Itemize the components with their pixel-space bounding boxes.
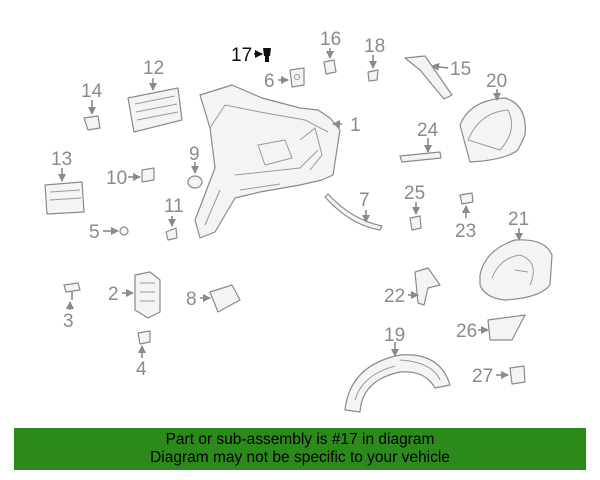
banner-line-2: Diagram may not be specific to your vehi… bbox=[150, 449, 450, 466]
callout-16: 16 bbox=[320, 29, 341, 50]
callout-13: 13 bbox=[51, 149, 72, 170]
part-1-quarter-panel bbox=[194, 84, 341, 239]
callout-23: 23 bbox=[455, 221, 476, 242]
callout-2: 2 bbox=[108, 284, 119, 305]
callout-8: 8 bbox=[186, 289, 197, 310]
callout-9: 9 bbox=[189, 144, 200, 165]
part-17-fastener bbox=[263, 48, 271, 62]
part-6-bracket bbox=[289, 67, 305, 88]
callout-5: 5 bbox=[89, 222, 100, 243]
callout-12: 12 bbox=[143, 58, 164, 79]
callout-10: 10 bbox=[106, 168, 127, 189]
callout-14: 14 bbox=[81, 81, 103, 102]
part-14-clip bbox=[83, 115, 101, 131]
part-16-clip bbox=[323, 59, 337, 75]
part-10-plug bbox=[141, 167, 155, 183]
callout-15: 15 bbox=[450, 59, 471, 80]
part-27-clip bbox=[509, 365, 526, 385]
part-13-vent bbox=[44, 181, 85, 215]
callout-11: 11 bbox=[164, 196, 184, 217]
part-23-clip bbox=[459, 192, 474, 205]
part-24-bracket bbox=[399, 151, 442, 163]
part-12-vent bbox=[127, 87, 183, 133]
part-4-clip bbox=[137, 330, 151, 345]
part-5-screw bbox=[119, 226, 129, 236]
part-8-cover bbox=[209, 284, 241, 313]
callout-7: 7 bbox=[359, 190, 370, 211]
part-11-clip bbox=[165, 227, 178, 241]
callout-18: 18 bbox=[364, 36, 385, 57]
callout-21: 21 bbox=[508, 209, 529, 230]
callout-1: 1 bbox=[350, 115, 361, 136]
part-2-bracket bbox=[134, 271, 161, 319]
part-22-bracket bbox=[414, 267, 441, 306]
part-26-bracket bbox=[487, 314, 526, 341]
callout-26: 26 bbox=[456, 321, 477, 342]
callout-6: 6 bbox=[264, 71, 275, 92]
callout-24: 24 bbox=[417, 120, 439, 141]
part-3-bolt bbox=[63, 282, 81, 300]
part-20-tire-cover bbox=[459, 97, 526, 163]
callout-25: 25 bbox=[404, 183, 425, 204]
part-15-trim bbox=[404, 55, 453, 100]
part-7-molding bbox=[324, 193, 383, 231]
callout-19: 19 bbox=[384, 325, 405, 346]
callout-3: 3 bbox=[63, 311, 74, 332]
callout-20: 20 bbox=[486, 71, 507, 92]
part-19-wheel-liner bbox=[344, 354, 451, 413]
banner-line-1: Part or sub-assembly is #17 in diagram bbox=[165, 431, 435, 448]
callout-22: 22 bbox=[384, 286, 405, 307]
info-banner: Part or sub-assembly is #17 in diagram D… bbox=[14, 428, 586, 470]
part-18-clip bbox=[367, 69, 379, 82]
part-21-storage-tray bbox=[479, 239, 553, 301]
callout-4: 4 bbox=[136, 359, 147, 380]
part-9-plug bbox=[187, 175, 203, 189]
part-25-clip bbox=[409, 215, 422, 231]
callout-17: 17 bbox=[231, 45, 252, 66]
callout-27: 27 bbox=[472, 366, 493, 387]
